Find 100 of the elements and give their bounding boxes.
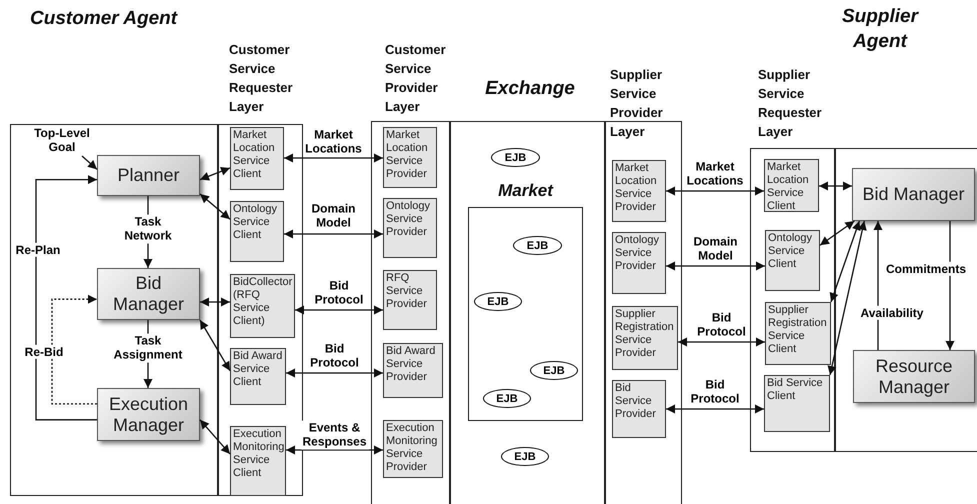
ejb-ellipse <box>491 148 540 167</box>
service-box <box>383 343 443 398</box>
arrow <box>284 154 383 162</box>
box-label: Ontology Service Provider <box>386 200 430 238</box>
service-box <box>230 348 286 405</box>
manager-box <box>97 155 200 196</box>
box-label: BidCollector (RFQ Service Client) <box>233 276 292 327</box>
dotted-arrow <box>51 294 97 405</box>
arrow <box>200 193 230 220</box>
box-label: EJB <box>543 364 565 376</box>
box-label: Ontology Service Provider <box>615 234 660 272</box>
box-label: Execution Monitoring Service Client <box>233 428 284 479</box>
box-label: Bid Manager <box>862 184 965 205</box>
arrow <box>946 221 954 350</box>
service-box <box>612 232 666 294</box>
ejb-ellipse <box>513 236 562 255</box>
edge-label: Commitments <box>884 261 968 276</box>
box-label: Bid Service Client <box>767 377 823 402</box>
box-label: Bid Award Service Provider <box>386 345 436 383</box>
arrow <box>295 306 383 314</box>
box-label: EJB <box>526 240 548 252</box>
service-box <box>230 201 284 262</box>
ejb-ellipse <box>483 389 531 408</box>
box-label: Execution Manager <box>108 394 190 436</box>
service-box <box>612 380 666 438</box>
box-label: Resource Manager <box>874 356 954 398</box>
box-label: Execution Monitoring Service Provider <box>386 422 438 473</box>
arrow <box>874 221 882 350</box>
service-box <box>764 375 830 432</box>
edge-label: Availability <box>858 305 926 320</box>
arrow <box>284 230 383 238</box>
box-label: Market Location Service Client <box>233 129 275 180</box>
edge-label: Task Network <box>122 214 174 244</box>
box-label: Ontology Service Client <box>233 203 278 241</box>
ejb-ellipse <box>474 292 522 311</box>
arrow <box>286 446 383 454</box>
box-label: EJB <box>496 392 518 404</box>
arrow <box>144 320 152 388</box>
service-box <box>765 302 831 365</box>
arrow <box>200 167 230 181</box>
manager-box <box>97 388 200 441</box>
manager-box <box>853 350 975 403</box>
service-box <box>383 127 437 188</box>
arrow <box>830 220 861 302</box>
box-label: Market Location Service Provider <box>386 129 428 180</box>
box-label: RFQ Service Provider <box>386 272 427 310</box>
service-box <box>383 420 443 478</box>
agent-heading: Customer Agent <box>30 7 179 31</box>
box-label: Ontology Service Client <box>768 232 812 270</box>
arrow <box>666 186 764 196</box>
layer-heading: Customer Service Provider Layer <box>385 41 447 116</box>
box-label: Bid Service Provider <box>615 382 656 420</box>
service-box <box>230 127 284 190</box>
arrow <box>286 368 383 378</box>
ejb-ellipse <box>530 361 578 380</box>
edge-label: Re-Plan <box>14 242 62 257</box>
service-box <box>612 306 678 370</box>
box-label: EJB <box>504 152 526 164</box>
arrow <box>200 419 230 454</box>
arrow <box>144 196 152 268</box>
arrow <box>666 404 764 414</box>
goal-label: Top-Level Goal <box>22 126 102 156</box>
box-label: Market Location Service Client <box>767 161 809 212</box>
edge-label: Events & Responses <box>300 420 369 450</box>
agent-panel <box>835 148 977 452</box>
box-label: Bid Award Service Client <box>233 350 282 388</box>
service-box <box>383 270 437 330</box>
box-label: Market Location Service Provider <box>615 162 657 213</box>
box-label: Supplier Registration Service Provider <box>615 308 674 359</box>
manager-box <box>97 268 200 320</box>
box-label: Bid Manager <box>112 273 186 315</box>
market-heading: Market <box>497 181 554 200</box>
box-label: Planner <box>117 165 180 186</box>
arrow <box>828 220 867 376</box>
service-box <box>765 230 820 291</box>
service-box <box>230 274 295 338</box>
arrow <box>199 320 231 372</box>
box-label: EJB <box>487 296 509 308</box>
box-label: EJB <box>514 450 536 462</box>
service-box <box>764 159 819 212</box>
layer-heading: Supplier Service Provider Layer <box>610 66 664 141</box>
arrow <box>820 220 855 246</box>
arrow <box>678 338 765 346</box>
manager-box <box>852 168 975 221</box>
exchange-heading: Exchange <box>484 77 576 101</box>
edge-label: Task Assignment <box>112 334 184 362</box>
service-box <box>230 426 286 496</box>
edge-label: Re-Bid <box>22 344 66 359</box>
arrow <box>666 262 765 270</box>
box-label: Supplier Registration Service Client <box>768 304 827 355</box>
arrow <box>82 156 98 170</box>
service-box <box>612 160 666 222</box>
arrow <box>819 182 852 190</box>
layer-heading: Customer Service Requester Layer <box>229 41 294 116</box>
agent-heading: Supplier Agent <box>840 5 920 54</box>
arrow <box>200 298 230 306</box>
arrow <box>35 175 97 420</box>
service-box <box>383 198 437 258</box>
ejb-ellipse <box>501 447 549 466</box>
layer-heading: Supplier Service Requester Layer <box>758 66 823 141</box>
